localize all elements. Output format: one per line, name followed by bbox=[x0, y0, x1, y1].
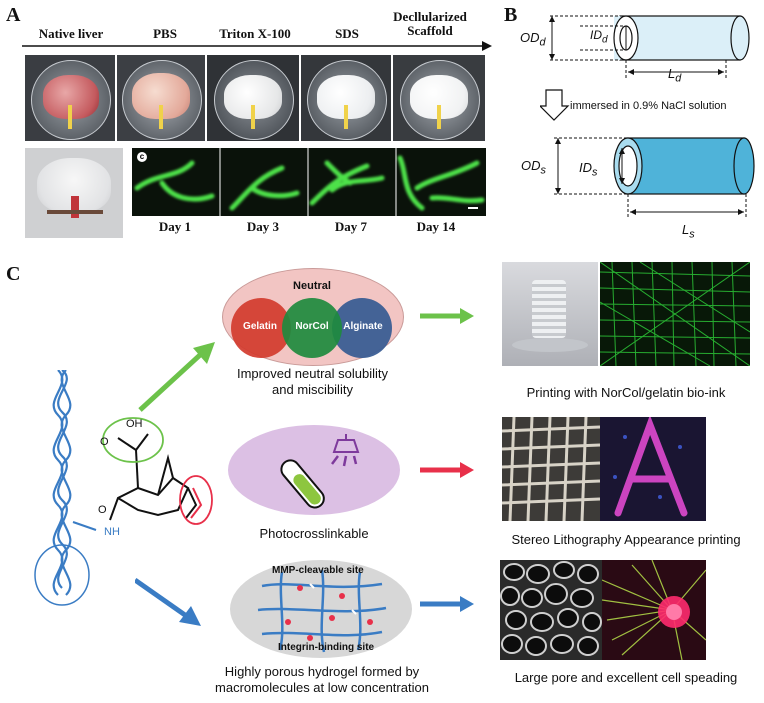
photo-sla-letter bbox=[600, 417, 706, 521]
photo-green-mesh bbox=[600, 262, 750, 366]
branch-arrows bbox=[135, 342, 215, 626]
label-od-dry: ODd bbox=[520, 30, 546, 49]
label-id-dry: IDd bbox=[590, 28, 608, 46]
stage-pbs: PBS bbox=[153, 26, 177, 41]
lamp-tube-illustration bbox=[280, 434, 360, 509]
day-14-label: Day 14 bbox=[416, 219, 456, 234]
integrin-site-label: Integrin-binding site bbox=[278, 642, 375, 653]
venn-caption-line2: and miscibility bbox=[272, 382, 353, 397]
panel-a-label: A bbox=[6, 4, 21, 26]
day-3-label: Day 3 bbox=[246, 219, 280, 234]
immersion-text: immersed in 0.9% NaCl solution bbox=[570, 100, 727, 112]
arrow-green bbox=[420, 308, 474, 324]
venn-caption: Improved neutral solubility and miscibil… bbox=[200, 366, 425, 398]
network-caption-line2: macromolecules at low concentration bbox=[215, 680, 429, 695]
acid-o: O bbox=[100, 436, 109, 448]
stage-decellularized: Decllularized Scaffold bbox=[380, 10, 480, 38]
photo-printed-scaffold bbox=[502, 262, 598, 366]
amide-o: O bbox=[98, 504, 107, 516]
photo-native-liver bbox=[25, 55, 115, 141]
venn-alginate-label: Alginate bbox=[343, 321, 383, 332]
photo-caption: Photocrosslinkable bbox=[259, 526, 369, 541]
result-caption-1: Printing with NorCol/gelatin bio-ink bbox=[526, 385, 726, 400]
photo-triton bbox=[207, 55, 299, 141]
photo-decellularized bbox=[393, 55, 485, 141]
label-id-swollen: IDs bbox=[579, 160, 598, 179]
timeline-arrow bbox=[22, 41, 492, 51]
photo-cell-spreading bbox=[602, 560, 706, 660]
stage-decellularized-line1: Decllularized bbox=[393, 9, 467, 24]
stage-triton: Triton X-100 bbox=[219, 26, 291, 41]
panel-c-label: C bbox=[6, 263, 21, 285]
network-caption-line1: Highly porous hydrogel formed by bbox=[224, 664, 420, 679]
label-od-swollen: ODs bbox=[521, 158, 546, 177]
result-caption-3: Large pore and excellent cell speading bbox=[514, 670, 738, 685]
venn-alginate-circle bbox=[332, 298, 392, 358]
label-l-dry: Ld bbox=[668, 66, 682, 85]
venn-gelatin-label: Gelatin bbox=[243, 321, 277, 332]
panel-b-label: B bbox=[504, 4, 518, 26]
day-1-label: Day 1 bbox=[158, 219, 192, 234]
stage-native-liver: Native liver bbox=[38, 26, 104, 41]
venn-norcol-label: NorCol bbox=[295, 321, 329, 332]
venn-caption-line1: Improved neutral solubility bbox=[236, 366, 389, 381]
network-caption: Highly porous hydrogel formed by macromo… bbox=[192, 664, 452, 696]
photo-sds bbox=[301, 55, 391, 141]
photo-scaffold-closeup bbox=[25, 148, 123, 238]
fluorescence-strip: c bbox=[132, 148, 486, 216]
venn-gelatin-circle bbox=[231, 298, 291, 358]
collagen-molecule bbox=[34, 370, 213, 606]
photo-sem-pores bbox=[500, 560, 602, 660]
venn-neutral-label: Neutral bbox=[293, 280, 331, 292]
label-l-swollen: Ls bbox=[682, 222, 695, 241]
photo-pbs bbox=[117, 55, 205, 141]
mmp-site-label: MMP-cleavable site bbox=[272, 565, 364, 576]
arrow-red bbox=[420, 462, 474, 478]
tube-diagram bbox=[540, 15, 755, 218]
arrow-blue bbox=[420, 596, 474, 612]
stage-decellularized-line2: Scaffold bbox=[407, 23, 453, 38]
day-7-label: Day 7 bbox=[334, 219, 368, 234]
acid-oh: OH bbox=[126, 418, 143, 430]
result-caption-2: Stereo Lithography Appearance printing bbox=[511, 532, 741, 547]
venn-norcol-circle bbox=[282, 298, 342, 358]
hydrogel-network bbox=[257, 569, 387, 653]
photo-sla-lattice bbox=[502, 417, 600, 521]
stage-sds: SDS bbox=[335, 26, 359, 41]
fluo-tag: c bbox=[137, 152, 147, 162]
amide-nh: NH bbox=[104, 526, 120, 538]
